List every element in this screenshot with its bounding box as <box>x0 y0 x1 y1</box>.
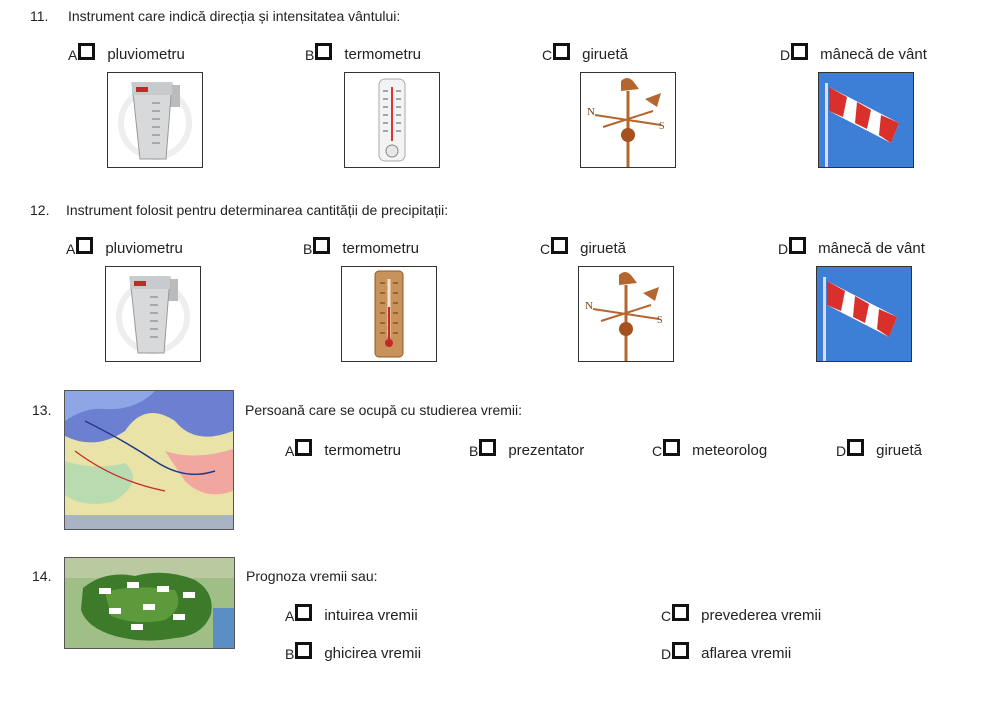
option-label: termometru <box>344 46 422 63</box>
checkbox[interactable] <box>313 237 331 254</box>
checkbox[interactable] <box>78 43 96 60</box>
svg-text:S: S <box>657 315 663 326</box>
svg-text:S: S <box>659 121 665 132</box>
checkbox[interactable] <box>847 439 865 456</box>
weather-map-image <box>64 390 234 530</box>
option-label: ghicirea vremii <box>324 645 422 662</box>
question-13-text: Persoană care se ocupă cu studierea vrem… <box>245 402 523 418</box>
question-13-number: 13. <box>32 402 52 418</box>
option-label: mânecă de vânt <box>818 240 925 257</box>
rain-gauge-icon <box>105 266 201 362</box>
option-label: pluviometru <box>107 46 185 63</box>
option-label: termometru <box>324 442 402 459</box>
question-14-text: Prognoza vremii sau: <box>246 568 378 584</box>
option-label: prevederea vremii <box>701 607 822 624</box>
checkbox[interactable] <box>551 237 569 254</box>
option-label: pluviometru <box>105 240 183 257</box>
checkbox[interactable] <box>553 43 571 60</box>
forecast-map-image <box>64 557 235 649</box>
option-label: giruetă <box>582 46 628 63</box>
weather-vane-icon: N S <box>578 266 674 362</box>
thermometer-icon <box>344 72 440 168</box>
checkbox[interactable] <box>76 237 94 254</box>
checkbox[interactable] <box>315 43 333 60</box>
checkbox[interactable] <box>295 604 313 621</box>
checkbox[interactable] <box>295 439 313 456</box>
option-label: meteorolog <box>692 442 768 459</box>
checkbox[interactable] <box>295 642 313 659</box>
question-14-number: 14. <box>32 568 52 584</box>
weather-vane-icon: N S <box>580 72 676 168</box>
rain-gauge-icon <box>107 72 203 168</box>
question-11-number: 11. <box>30 8 49 24</box>
checkbox[interactable] <box>789 237 807 254</box>
checkbox[interactable] <box>672 642 690 659</box>
option-label: giruetă <box>580 240 626 257</box>
checkbox[interactable] <box>663 439 681 456</box>
option-label: intuirea vremii <box>324 607 418 624</box>
windsock-icon <box>816 266 912 362</box>
svg-text:N: N <box>587 106 595 118</box>
svg-text:N: N <box>585 300 593 312</box>
checkbox[interactable] <box>791 43 809 60</box>
windsock-icon <box>818 72 914 168</box>
question-12-text: Instrument folosit pentru determinarea c… <box>66 202 449 218</box>
option-label: mânecă de vânt <box>820 46 927 63</box>
option-label: prezentator <box>508 442 585 459</box>
question-12-number: 12. <box>30 202 50 218</box>
option-label: giruetă <box>876 442 922 459</box>
question-11-text: Instrument care indică direcția și inten… <box>68 8 401 24</box>
option-label: aflarea vremii <box>701 645 792 662</box>
checkbox[interactable] <box>479 439 497 456</box>
thermometer-icon <box>341 266 437 362</box>
option-label: termometru <box>342 240 420 257</box>
checkbox[interactable] <box>672 604 690 621</box>
